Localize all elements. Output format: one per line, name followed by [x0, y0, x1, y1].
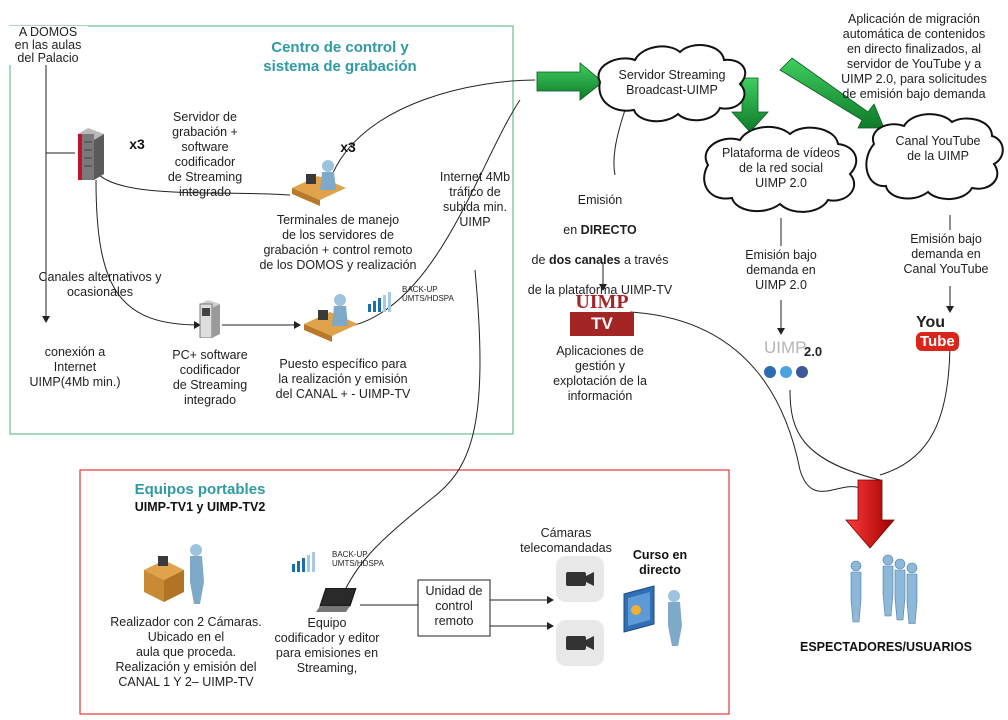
recording-server-icon: [74, 128, 104, 180]
streaming-server-label: Servidor Streaming Broadcast-UIMP: [618, 68, 726, 97]
pc-tower-icon: [198, 300, 222, 339]
live-course-label: Curso en directo: [632, 548, 688, 577]
uimp-tv-logo-top: UIMP: [575, 291, 629, 313]
portable-title: Equipos portables: [134, 481, 266, 498]
control-center-title: Centro de control y sistema de grabación: [263, 39, 417, 75]
youtube-logo-tube: Tube: [916, 332, 959, 352]
laptop-icon: [316, 587, 360, 614]
control-center-box: [9, 25, 514, 435]
portable-subtitle: UIMP-TV1 y UIMP-TV2: [134, 500, 266, 514]
social-platform-label: Plataforma de vídeos de la red social UI…: [721, 146, 841, 190]
uimp-tv-logo-bottom: TV: [570, 312, 634, 336]
internet-connection-label: conexión a Internet UIMP(4Mb min.): [29, 345, 121, 389]
green-arrow-to-youtube: [779, 57, 885, 129]
broadcast-workstation-icon: [300, 292, 360, 342]
linkedin-icon: [764, 366, 776, 378]
spectators-label: ESPECTADORES/USUARIOS: [799, 640, 972, 654]
live-broadcast-label: Emisión en DIRECTO de dos canales a trav…: [527, 193, 673, 297]
facebook-icon: [796, 366, 808, 378]
youtube-channel-cloud: [865, 113, 1004, 200]
camera-icon: [556, 556, 604, 602]
spectators-group-icon: [846, 552, 926, 625]
youtube-channel-label: Canal YouTube de la UIMP: [895, 134, 981, 163]
portable-operator-icon: [140, 540, 210, 606]
migration-note: Aplicación de migración automática de co…: [841, 12, 987, 101]
uimp20-logo-text: UIMP: [764, 338, 807, 357]
uimp-tv-logo: UIMP TV: [570, 292, 634, 340]
twitter-icon: [780, 366, 792, 378]
backup-label: BACK-UP UMTS/HDSPA: [402, 285, 454, 303]
recording-server-label: Servidor de grabación + software codific…: [167, 110, 243, 199]
internet-bandwidth-label: Internet 4Mb tráfico de subida min. UIMP: [439, 170, 511, 229]
red-arrow-to-spectators: [845, 479, 895, 549]
on-demand-youtube-label: Emisión bajo demanda en Canal YouTube: [903, 232, 989, 276]
green-arrow-to-social: [731, 77, 769, 133]
server-count-label: x3: [129, 136, 145, 152]
operator-terminal-icon: [288, 158, 348, 206]
portable-equipment-box: [79, 469, 730, 715]
camera-icon: [556, 620, 604, 666]
uimp-tv-description: Aplicaciones de gestión y explotación de…: [553, 344, 647, 403]
operator-description: Realizador con 2 Cámaras. Ubicado en el …: [110, 615, 262, 689]
uimp20-logo: UIMP 2.0: [758, 338, 828, 386]
portable-backup-label: BACK-UP UMTS/HDSPA: [332, 550, 384, 568]
encoder-equipment-label: Equipo codificador y editor para emision…: [274, 616, 380, 675]
terminal-count-label: x3: [340, 139, 356, 155]
green-arrow-to-server: [536, 62, 604, 101]
pc-label: PC+ software codificador de Streaming in…: [172, 348, 248, 407]
social-platform-cloud: [703, 125, 858, 213]
on-demand-uimp20-label: Emisión bajo demanda en UIMP 2.0: [745, 248, 817, 292]
remote-control-unit-label: Unidad de control remoto: [425, 584, 483, 628]
uimp20-logo-version: 2.0: [804, 344, 823, 359]
alt-channels-label: Canales alternativos y ocasionales: [38, 270, 162, 299]
youtube-logo-you: You: [916, 314, 946, 331]
remote-cameras-label: Cámaras telecomandadas: [520, 526, 612, 555]
portable-signal-bars-icon: [292, 552, 320, 572]
workstation-label: Puesto específico para la realización y …: [275, 357, 411, 401]
terminals-label: Terminales de manejo de los servidores d…: [259, 213, 417, 272]
domos-label: A DOMOS en las aulas del Palacio: [8, 26, 88, 65]
remote-control-unit-box: [417, 579, 491, 637]
presenter-icon: [622, 584, 692, 646]
streaming-server-cloud: [597, 44, 747, 123]
youtube-logo: YouTube: [916, 314, 986, 352]
signal-bars-icon: [368, 292, 396, 312]
